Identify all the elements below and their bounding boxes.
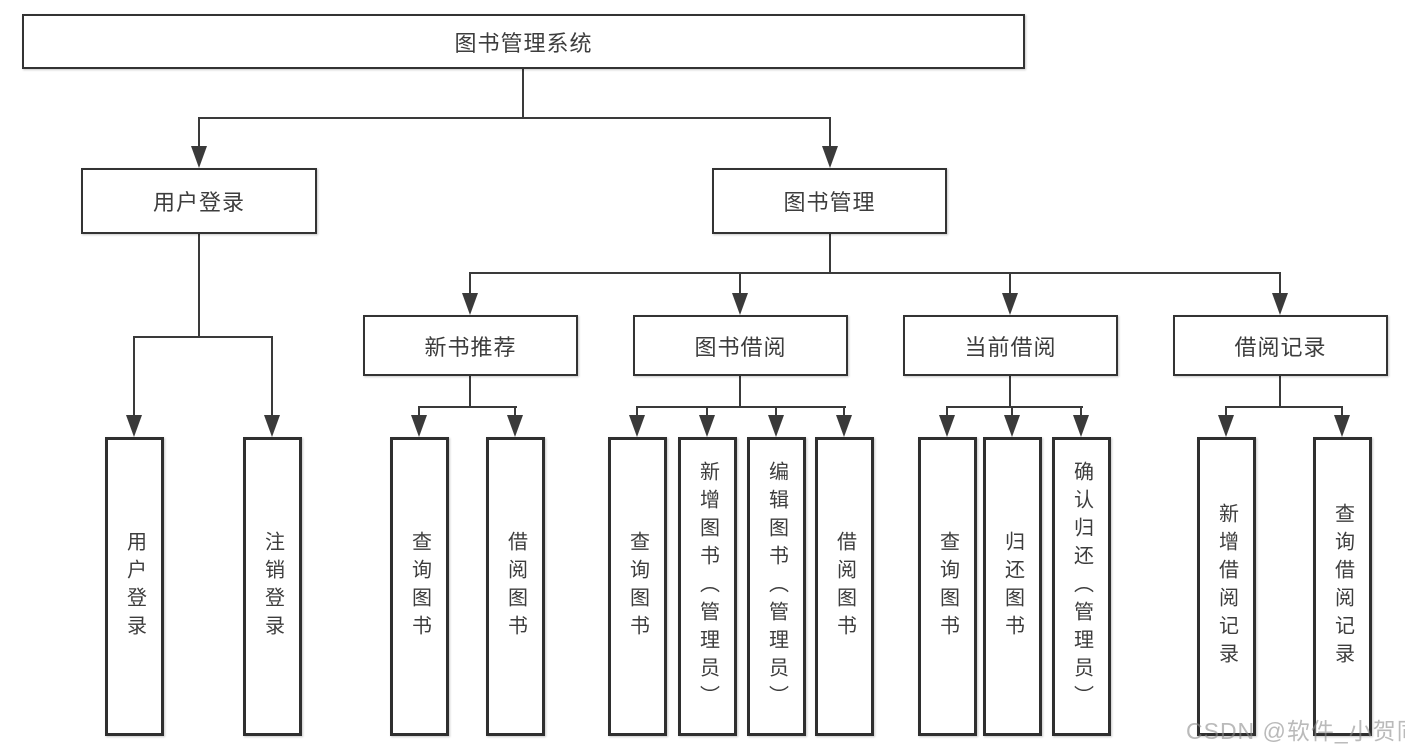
node-query-books-current: 查询图书	[918, 437, 977, 736]
node-book-management: 图书管理	[712, 168, 947, 234]
connector-records-hbar	[1225, 406, 1343, 408]
node-new-book-recommendation: 新书推荐	[363, 315, 578, 376]
connector-arrow-stem	[418, 406, 420, 418]
connector-userlogin-hbar	[133, 336, 273, 338]
arrow-down-icon	[1073, 415, 1089, 437]
arrow-down-icon	[629, 415, 645, 437]
arrow-down-icon	[768, 415, 784, 437]
connector-arrow-stem	[775, 406, 777, 418]
connector-newbook-stem	[469, 376, 471, 407]
connector-arrow-stem	[1225, 406, 1227, 418]
arrow-down-icon	[264, 415, 280, 437]
connector-arrow-stem	[469, 272, 471, 297]
arrow-down-icon	[1272, 293, 1288, 315]
node-return-book: 归还图书	[983, 437, 1042, 736]
connector-arrow-stem	[1080, 406, 1082, 418]
node-current-borrowing: 当前借阅	[903, 315, 1118, 376]
connector-borrow-stem	[739, 376, 741, 407]
connector-newbook-hbar	[418, 406, 517, 408]
node-confirm-return-admin: 确认归还（管理员）	[1052, 437, 1111, 736]
node-query-books-recommend: 查询图书	[390, 437, 449, 736]
connector-arrow-stem	[739, 272, 741, 297]
connector-arrow-stem	[1341, 406, 1343, 418]
arrow-down-icon	[732, 293, 748, 315]
connector-arrow-stem	[636, 406, 638, 418]
node-borrow-books-recommend: 借阅图书	[486, 437, 545, 736]
connector-userlogin-stem	[198, 234, 200, 337]
connector-root-hbar	[198, 117, 831, 119]
connector-bookmgmt-stem	[829, 234, 831, 273]
node-book-borrowing: 图书借阅	[633, 315, 848, 376]
arrow-down-icon	[822, 146, 838, 168]
node-logout: 注销登录	[243, 437, 302, 736]
connector-arrow-stem	[271, 336, 273, 417]
connector-arrow-stem	[843, 406, 845, 418]
node-edit-book-admin: 编辑图书（管理员）	[747, 437, 806, 736]
connector-current-stem	[1009, 376, 1011, 407]
node-query-books-borrow: 查询图书	[608, 437, 667, 736]
connector-arrow-stem	[1011, 406, 1013, 418]
connector-bookmgmt-hbar	[469, 272, 1281, 274]
node-add-borrow-record: 新增借阅记录	[1197, 437, 1256, 736]
arrow-down-icon	[1002, 293, 1018, 315]
connector-borrow-hbar	[636, 406, 846, 408]
node-login: 用户登录	[105, 437, 164, 736]
arrow-down-icon	[191, 146, 207, 168]
connector-root-stem	[522, 68, 524, 118]
arrow-down-icon	[939, 415, 955, 437]
watermark: CSDN @软件_小贺同学	[1186, 718, 1405, 744]
connector-records-stem	[1279, 376, 1281, 407]
arrow-down-icon	[836, 415, 852, 437]
connector-arrow-stem	[514, 406, 516, 418]
node-user-login: 用户登录	[81, 168, 317, 234]
arrow-down-icon	[699, 415, 715, 437]
connector-arrow-stem	[1009, 272, 1011, 297]
connector-arrow-stem	[133, 336, 135, 417]
arrow-down-icon	[126, 415, 142, 437]
connector-arrow-stem	[1279, 272, 1281, 297]
arrow-down-icon	[507, 415, 523, 437]
connector-arrow-stem	[829, 117, 831, 148]
arrow-down-icon	[1218, 415, 1234, 437]
node-add-book-admin: 新增图书（管理员）	[678, 437, 737, 736]
arrow-down-icon	[411, 415, 427, 437]
arrow-down-icon	[462, 293, 478, 315]
node-borrow-books: 借阅图书	[815, 437, 874, 736]
node-borrowing-records: 借阅记录	[1173, 315, 1388, 376]
arrow-down-icon	[1334, 415, 1350, 437]
connector-arrow-stem	[946, 406, 948, 418]
connector-current-hbar	[946, 406, 1083, 408]
connector-arrow-stem	[706, 406, 708, 418]
node-root: 图书管理系统	[22, 14, 1025, 69]
node-query-borrow-record: 查询借阅记录	[1313, 437, 1372, 736]
connector-arrow-stem	[198, 117, 200, 148]
arrow-down-icon	[1004, 415, 1020, 437]
